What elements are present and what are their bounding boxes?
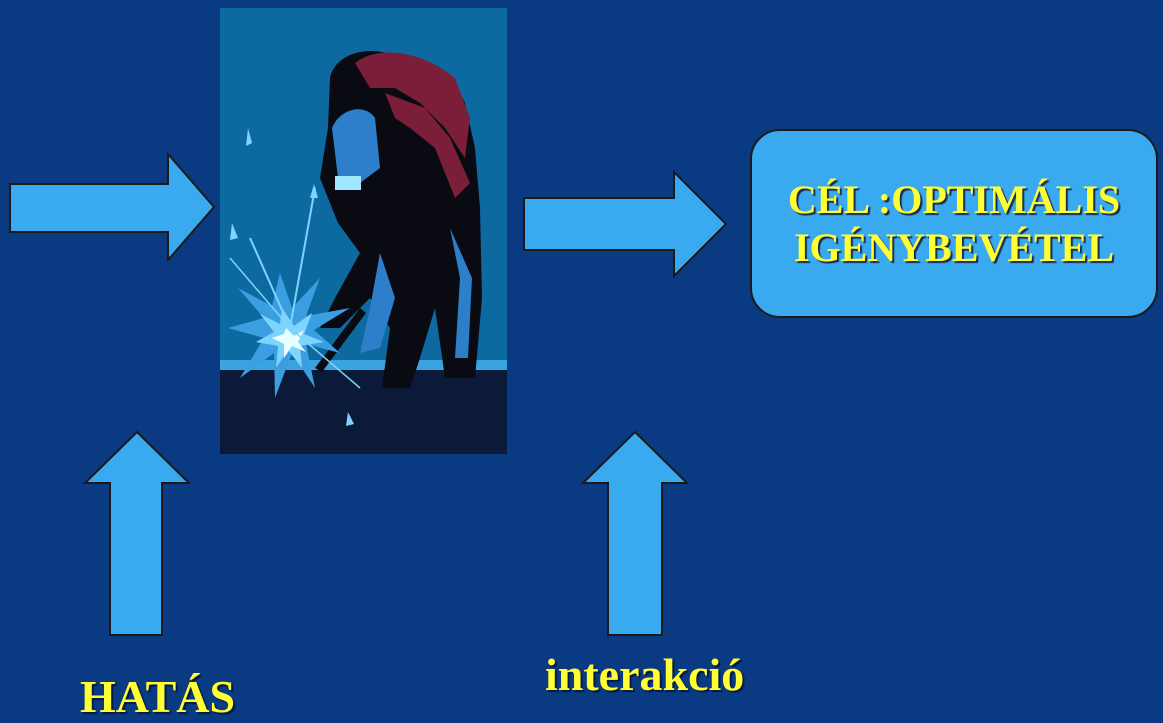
- welder-picture: [220, 8, 507, 454]
- right-up-arrow: [580, 430, 690, 636]
- middle-arrow: [523, 170, 728, 278]
- left-arrow: [9, 152, 216, 262]
- spark-burst: [228, 128, 361, 426]
- interaction-label: interakció: [545, 649, 745, 700]
- welder-icon: [315, 50, 482, 388]
- goal-box: CÉL :OPTIMÁLIS IGÉNYBEVÉTEL: [750, 129, 1158, 318]
- effect-label: HATÁS: [80, 671, 236, 722]
- goal-line-2: IGÉNYBEVÉTEL: [793, 224, 1115, 270]
- left-up-arrow: [82, 430, 192, 636]
- goal-line-1: CÉL :OPTIMÁLIS: [787, 176, 1121, 222]
